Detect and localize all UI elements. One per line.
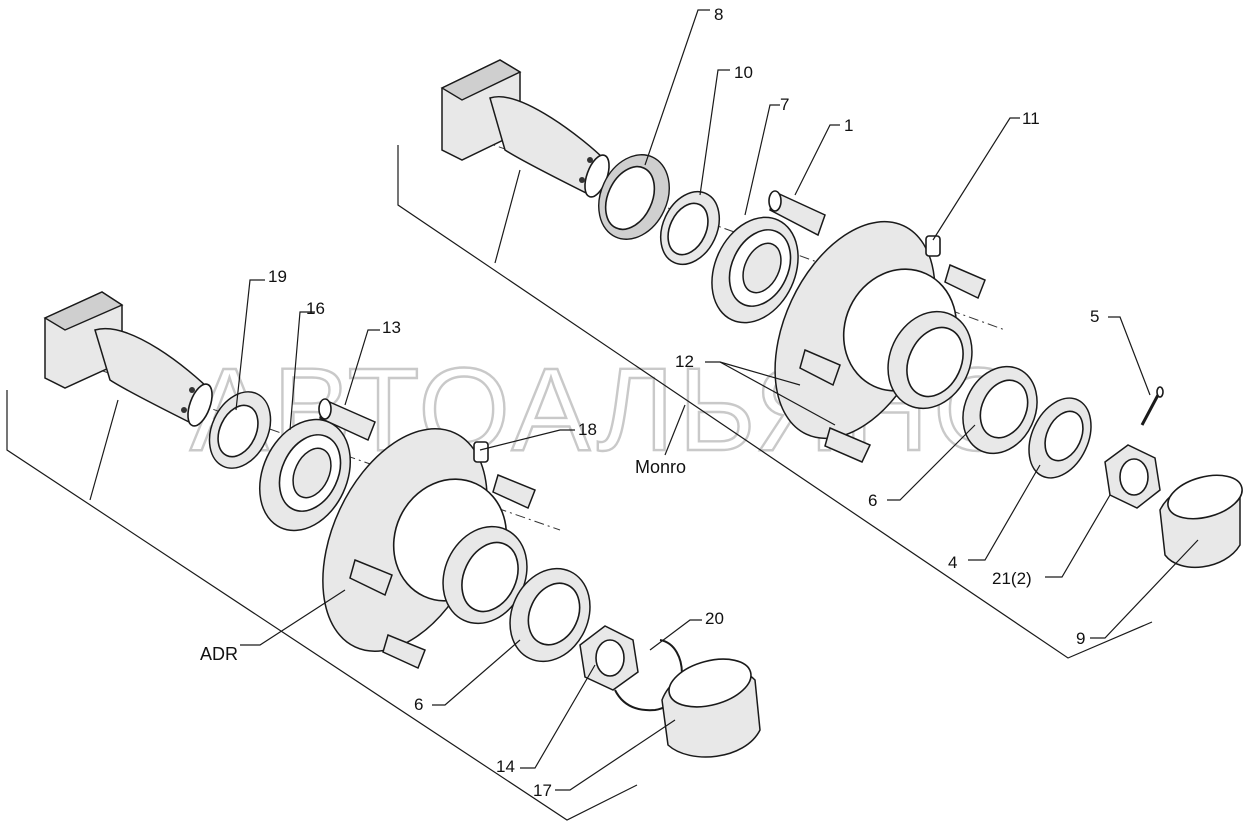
seal-19 <box>208 391 272 469</box>
callout-16: 16 <box>306 299 325 318</box>
callout-labels: 8 10 7 1 11 12 6 4 21(2) 5 9 19 16 13 18… <box>200 5 1099 800</box>
spindle-left <box>43 291 213 427</box>
grease-nipple-11 <box>925 235 941 257</box>
castle-nut-21 <box>1104 444 1161 509</box>
cotter-pin-5 <box>1140 386 1164 426</box>
bearing-6-left <box>509 567 591 663</box>
spindle-leader-right <box>494 169 521 264</box>
callout-18: 18 <box>578 420 597 439</box>
bearing-6-right <box>962 365 1038 455</box>
studs-left <box>318 398 536 670</box>
callout-leaders <box>235 9 1199 791</box>
studs-right <box>768 190 986 463</box>
spindle-leader-left <box>89 399 119 501</box>
bracket-line-left <box>6 390 638 821</box>
callout-7: 7 <box>780 95 789 114</box>
seal-8 <box>598 154 670 240</box>
hub-right <box>774 220 973 440</box>
assembly-label-adr: ADR <box>200 644 238 664</box>
right-assembly-monro <box>397 59 1243 659</box>
callout-12: 12 <box>675 352 694 371</box>
callout-8: 8 <box>714 5 723 24</box>
castle-nut-14 <box>579 625 639 691</box>
callout-17: 17 <box>533 781 552 800</box>
bracket-line-right <box>397 145 1153 659</box>
callout-21: 21(2) <box>992 569 1032 588</box>
grease-nipple-18 <box>473 441 489 463</box>
callout-4: 4 <box>948 553 957 572</box>
bearing-16 <box>258 418 352 532</box>
hub-cap-9 <box>1159 474 1243 569</box>
callout-6-right: 6 <box>868 491 877 510</box>
callout-5: 5 <box>1090 307 1099 326</box>
callout-11: 11 <box>1022 109 1040 128</box>
washer-10 <box>659 190 721 266</box>
bearing-7 <box>711 216 799 324</box>
hub-cap-17 <box>661 658 761 758</box>
callout-6-left: 6 <box>414 695 423 714</box>
callout-14: 14 <box>496 757 515 776</box>
left-assembly-adr <box>6 291 761 821</box>
spindle-right <box>440 59 610 198</box>
callout-20: 20 <box>705 609 724 628</box>
callout-9: 9 <box>1076 629 1085 648</box>
callout-19: 19 <box>268 267 287 286</box>
hub-left <box>322 428 528 652</box>
assembly-label-monro: Monro <box>635 457 686 477</box>
callout-1: 1 <box>844 116 853 135</box>
washer-4 <box>1028 397 1092 479</box>
callout-13: 13 <box>382 318 401 337</box>
callout-10: 10 <box>734 63 753 82</box>
